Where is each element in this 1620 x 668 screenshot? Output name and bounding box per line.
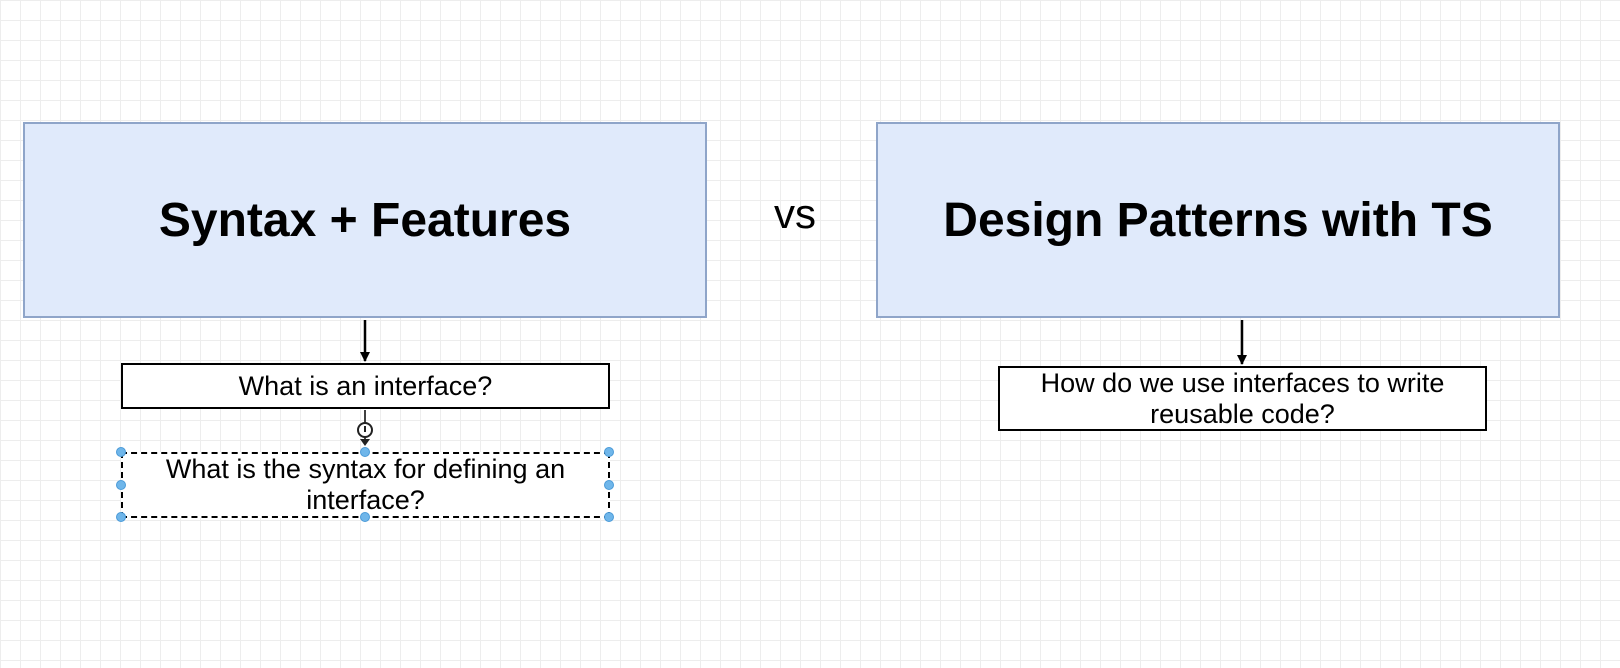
syntax-features-title: Syntax + Features — [158, 193, 572, 247]
syntax-features-box[interactable]: Syntax + Features — [23, 122, 707, 318]
syntax-defining-interface-box[interactable]: What is the syntax for defining an inter… — [121, 452, 610, 518]
resize-handle-bottom-center[interactable] — [360, 512, 370, 522]
what-is-interface-box[interactable]: What is an interface? — [121, 363, 610, 409]
resize-handle-top-left[interactable] — [116, 447, 126, 457]
resize-handle-top-center[interactable] — [360, 447, 370, 457]
resize-handle-bottom-left[interactable] — [116, 512, 126, 522]
resize-handle-middle-left[interactable] — [116, 480, 126, 490]
vs-label: vs — [774, 190, 816, 237]
resize-handle-middle-right[interactable] — [604, 480, 614, 490]
connect-cursor-icon — [357, 422, 373, 446]
design-patterns-title: Design Patterns with TS — [943, 193, 1493, 247]
what-is-interface-label: What is an interface? — [238, 370, 493, 401]
design-patterns-box[interactable]: Design Patterns with TS — [876, 122, 1560, 318]
syntax-defining-interface-label: What is the syntax for defining an inter… — [165, 454, 566, 515]
resize-handle-bottom-right[interactable] — [604, 512, 614, 522]
reusable-code-label: How do we use interfaces to write reusab… — [1040, 367, 1445, 429]
reusable-code-box[interactable]: How do we use interfaces to write reusab… — [998, 366, 1487, 431]
resize-handle-top-right[interactable] — [604, 447, 614, 457]
